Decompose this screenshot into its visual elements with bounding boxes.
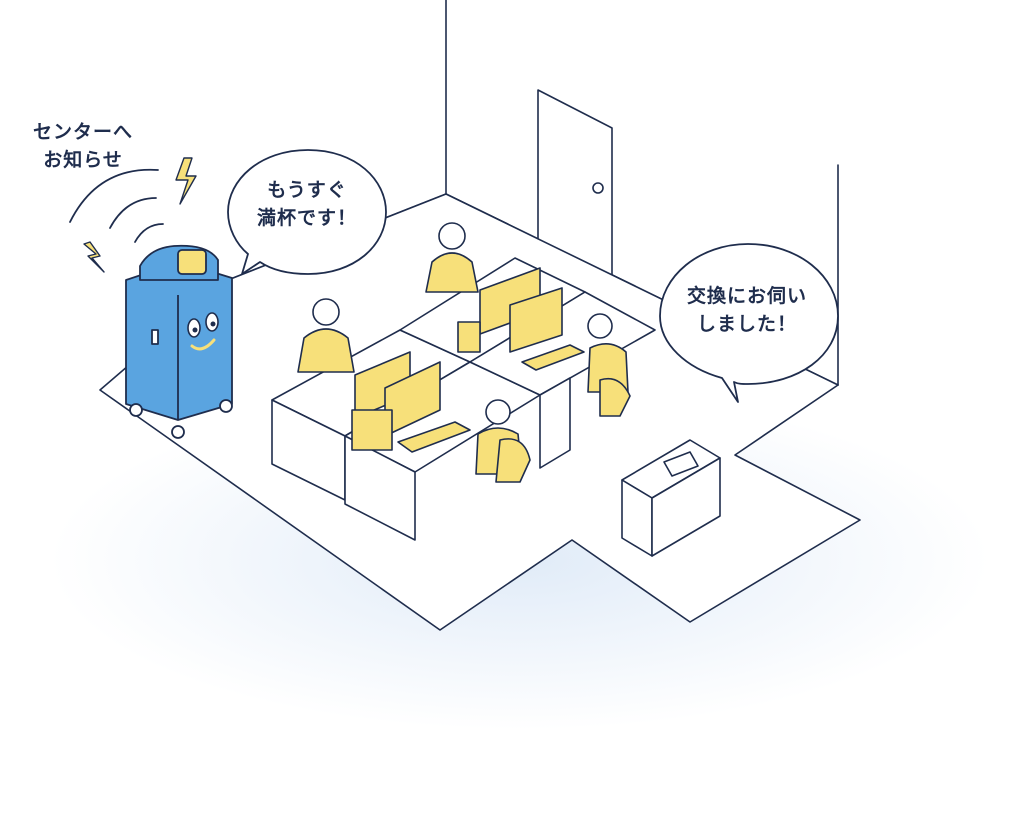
bin-lid (177, 249, 207, 275)
door-knob (592, 182, 604, 194)
person-seated-right (587, 313, 629, 393)
signal-waves-icon (69, 168, 164, 243)
lightning-icon (175, 157, 197, 205)
desk-drawers-right (539, 377, 571, 469)
desk-drawers (344, 435, 416, 541)
office-chair (495, 438, 531, 483)
speech-bubble-full-text: もうすぐ 満杯です！ (236, 176, 378, 232)
file-binders (457, 321, 481, 353)
speech-bubble-full (227, 149, 387, 275)
notice-line-1: センターへ (32, 121, 133, 143)
person-standing-back (425, 222, 479, 293)
side-table (621, 439, 721, 557)
document-tray (351, 409, 393, 451)
keyboard (521, 344, 585, 371)
bubble-exchange-line-2: しました！ (696, 313, 797, 335)
monitor (509, 287, 563, 353)
notice-line-2: お知らせ (43, 149, 123, 171)
lightning-icon (83, 241, 105, 273)
notice-text: センターへ お知らせ (8, 118, 158, 174)
person-seated-left (297, 298, 355, 373)
collection-bin (125, 244, 233, 439)
office-chair (599, 377, 631, 417)
speech-bubble-exchange (659, 243, 839, 403)
bubble-exchange-line-1: 交換にお伺い (686, 285, 807, 307)
bubble-full-line-1: もうすぐ (267, 179, 347, 201)
bubble-full-line-2: 満杯です！ (256, 207, 357, 229)
smile-face-icon (187, 312, 219, 351)
speech-bubble-exchange-text: 交換にお伺い しました！ (662, 282, 832, 338)
keyboard (397, 421, 471, 453)
